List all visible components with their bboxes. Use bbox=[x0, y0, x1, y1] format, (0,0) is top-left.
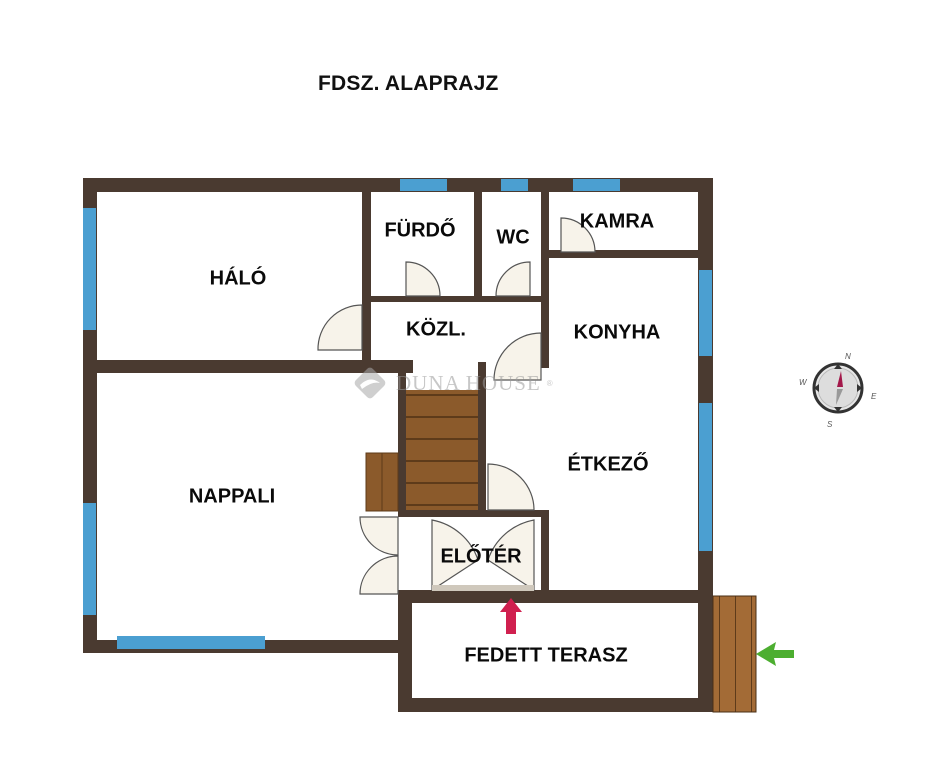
svg-text:W: W bbox=[799, 378, 808, 387]
door-furdo bbox=[405, 261, 441, 297]
window-nappali-bottom bbox=[117, 636, 265, 649]
room-label-furdo: FÜRDŐ bbox=[384, 219, 456, 242]
door-eloter-right bbox=[487, 519, 535, 592]
window-nappali-left bbox=[83, 503, 96, 615]
doors bbox=[317, 217, 596, 595]
window-halo bbox=[83, 208, 96, 330]
window-furdo bbox=[400, 179, 447, 191]
door-kozl bbox=[493, 332, 542, 381]
svg-text:E: E bbox=[871, 392, 877, 401]
room-label-nappali: NAPPALI bbox=[188, 485, 276, 508]
room-label-eloter: ELŐTÉR bbox=[440, 545, 522, 568]
compass-needle-north bbox=[837, 371, 843, 387]
door-eloter-left bbox=[431, 519, 479, 592]
window-wc bbox=[501, 179, 528, 191]
room-label-halo: HÁLÓ bbox=[209, 267, 267, 290]
door-halo bbox=[317, 304, 363, 351]
room-label-etkezo: ÉTKEZŐ bbox=[567, 453, 649, 476]
room-label-konyha: KONYHA bbox=[573, 321, 661, 344]
door-kamra bbox=[560, 217, 596, 253]
door-wc bbox=[495, 261, 531, 297]
window-kamra bbox=[573, 179, 620, 191]
eloter-threshold bbox=[432, 585, 534, 591]
room-label-kozl: KÖZL. bbox=[406, 318, 466, 341]
compass-needle-south bbox=[836, 389, 843, 405]
side-entry-arrow-icon bbox=[756, 642, 794, 666]
svg-text:S: S bbox=[827, 420, 833, 429]
floor-plan-title: FDSZ. ALAPRAJZ bbox=[318, 72, 499, 95]
room-label-kamra: KAMRA bbox=[579, 210, 655, 233]
room-label-wc: WC bbox=[496, 226, 530, 249]
window-etkezo bbox=[699, 403, 712, 551]
staircase bbox=[406, 390, 478, 510]
walls bbox=[83, 178, 713, 712]
room-label-fedett-terasz: FEDETT TERASZ bbox=[464, 644, 628, 667]
door-nappali-lower bbox=[359, 555, 399, 595]
deck bbox=[712, 595, 757, 713]
entry-arrow-icon bbox=[500, 598, 522, 634]
door-nappali-upper bbox=[359, 516, 399, 556]
compass-icon: N E S W bbox=[799, 352, 877, 429]
window-konyha bbox=[699, 270, 712, 356]
door-etkezo bbox=[487, 463, 535, 511]
svg-text:N: N bbox=[845, 352, 851, 361]
windows bbox=[83, 179, 712, 649]
